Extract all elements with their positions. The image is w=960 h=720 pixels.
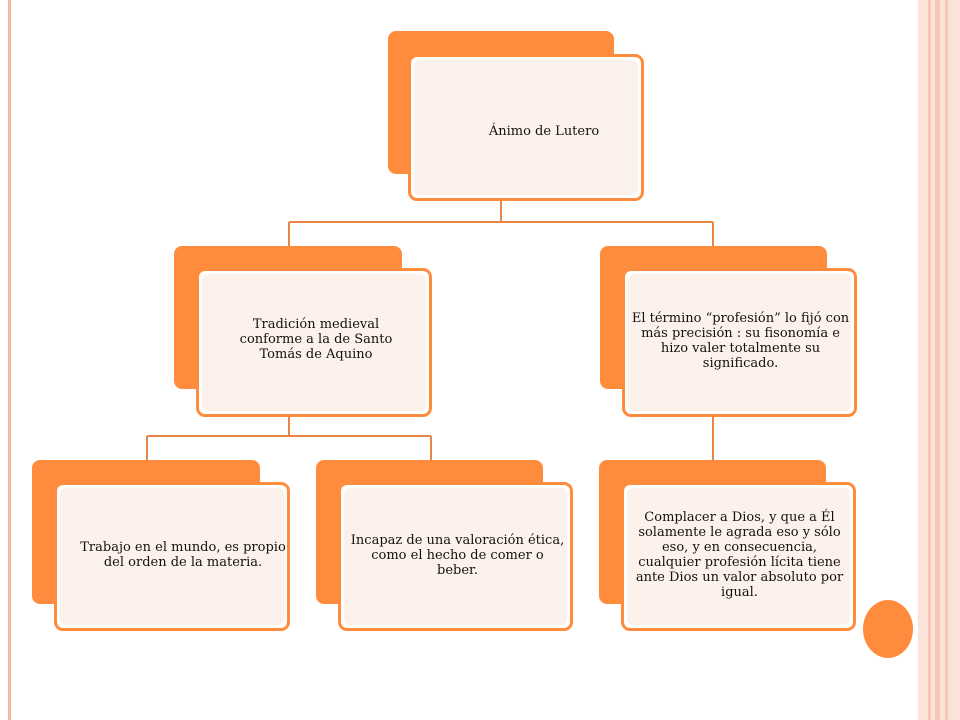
node-incapaz-valoracion-label: Incapaz de una valoración ética, como el… bbox=[350, 532, 565, 578]
node-tradicion-medieval: Tradición medieval conforme a la de Sant… bbox=[174, 246, 432, 417]
node-termino-profesion-label: El término “profesión” lo fijó con más p… bbox=[631, 311, 850, 371]
node-trabajo-en-el-mundo-label: Trabajo en el mundo, es propio del orden… bbox=[80, 540, 286, 570]
slide-left-border bbox=[8, 0, 11, 720]
node-trabajo-en-el-mundo: Trabajo en el mundo, es propio del orden… bbox=[32, 460, 290, 631]
node-tradicion-medieval-label: Tradición medieval conforme a la de Sant… bbox=[239, 316, 393, 362]
node-root: Ánimo de Lutero bbox=[388, 31, 644, 201]
slide-right-border bbox=[918, 0, 960, 720]
node-incapaz-valoracion: Incapaz de una valoración ética, como el… bbox=[316, 460, 573, 631]
node-root-label: Ánimo de Lutero bbox=[488, 123, 600, 139]
node-complacer-a-dios-label: Complacer a Dios, y que a Él solamente l… bbox=[635, 510, 844, 600]
node-termino-profesion: El término “profesión” lo fijó con más p… bbox=[600, 246, 857, 417]
decorative-circle bbox=[863, 600, 913, 658]
node-complacer-a-dios: Complacer a Dios, y que a Él solamente l… bbox=[599, 460, 856, 631]
